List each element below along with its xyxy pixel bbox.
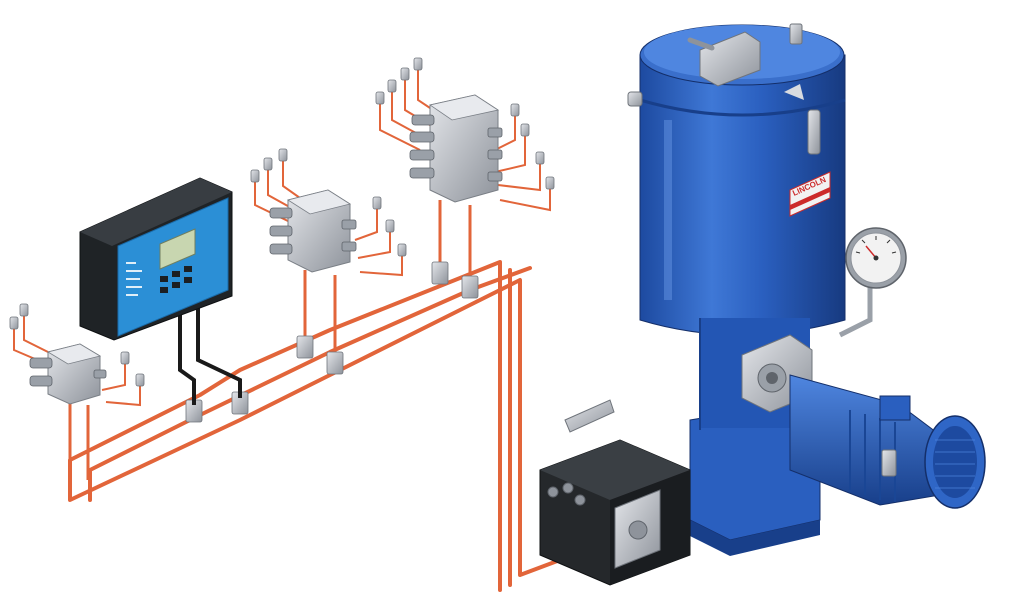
lid-latch — [807, 109, 821, 155]
control-cable-2 — [196, 300, 242, 398]
controller-front-panel — [117, 197, 229, 337]
controller-display — [159, 228, 196, 270]
distributor-block-left — [29, 343, 107, 405]
level-arrow-marker — [784, 84, 804, 100]
distributor-outlet-tubes — [13, 66, 551, 480]
distributor-block-middle — [269, 189, 357, 273]
control-cable-1 — [178, 310, 196, 405]
filler-plate — [699, 31, 761, 87]
pressure-gauge-icon — [838, 227, 907, 338]
distributor-block-top — [409, 94, 503, 203]
brand-badge-icon: LINCOLN — [789, 171, 831, 217]
tube-end-fittings — [9, 57, 555, 387]
pump-reservoir: LINCOLN — [627, 23, 846, 336]
controller-keypad — [160, 266, 192, 293]
control-unit — [79, 177, 242, 405]
drive-motor — [789, 374, 986, 509]
control-gearbox — [539, 399, 691, 586]
